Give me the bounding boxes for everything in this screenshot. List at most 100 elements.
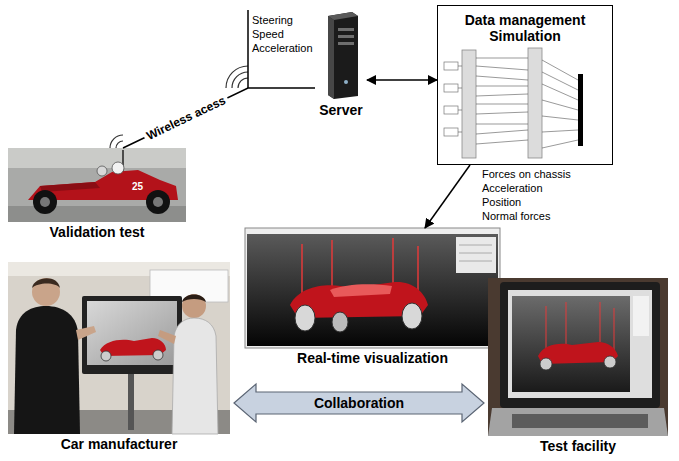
edge-label: Wireless acess bbox=[141, 92, 230, 144]
signal-name: Forces on chassis bbox=[482, 168, 571, 181]
wireless-waves bbox=[226, 66, 248, 88]
simulation-model bbox=[476, 124, 528, 125]
simulation-model bbox=[476, 140, 528, 144]
simulation-model bbox=[542, 100, 578, 110]
simulation-model bbox=[444, 84, 458, 92]
visualization-screenshot bbox=[295, 305, 315, 331]
node-caption: Real-time visualization bbox=[245, 350, 500, 366]
meeting-photo bbox=[8, 262, 230, 434]
laptop-photo bbox=[633, 296, 649, 336]
meeting-photo bbox=[87, 301, 177, 365]
signal-name: Speed bbox=[252, 28, 284, 41]
simulation-model bbox=[476, 66, 528, 70]
signal-name: Normal forces bbox=[482, 210, 550, 223]
signal-name: Position bbox=[482, 196, 521, 209]
race-car-photo bbox=[33, 190, 57, 214]
simulation-model bbox=[458, 88, 462, 89]
simulation-model bbox=[476, 76, 528, 80]
simulation-model bbox=[458, 58, 578, 148]
visualization-screenshot bbox=[459, 261, 492, 262]
connector-group bbox=[123, 80, 484, 422]
laptop-photo bbox=[512, 414, 648, 428]
simulation-model bbox=[437, 5, 613, 165]
simulation-model bbox=[542, 140, 578, 148]
laptop-photo bbox=[604, 356, 616, 368]
simulation-model bbox=[437, 5, 613, 165]
node-caption: Validation test bbox=[8, 224, 186, 240]
simulation-model bbox=[444, 128, 458, 136]
visualization-screenshot bbox=[459, 253, 492, 254]
visualization-screenshot bbox=[247, 234, 498, 346]
simulation-model bbox=[462, 50, 476, 158]
visualization-screenshot bbox=[245, 228, 500, 348]
server-icon bbox=[344, 80, 348, 84]
meeting-photo bbox=[158, 330, 176, 344]
visualization-screenshot bbox=[392, 238, 394, 286]
visualization-screenshot bbox=[330, 284, 392, 297]
photo-node: Test facility bbox=[488, 278, 668, 454]
meeting-photo bbox=[8, 262, 230, 434]
simulation-model bbox=[476, 130, 528, 134]
connector-line bbox=[425, 165, 470, 228]
signal-name: Acceleration bbox=[252, 42, 313, 55]
node-caption: Test facility bbox=[488, 438, 668, 454]
laptop-photo bbox=[614, 308, 615, 352]
race-car-photo bbox=[153, 197, 163, 207]
car-number: 25 bbox=[132, 180, 143, 193]
meeting-photo bbox=[128, 370, 134, 430]
simulation-model bbox=[476, 86, 528, 87]
photo-node: Validation test bbox=[8, 148, 186, 240]
simulation-model bbox=[542, 60, 578, 80]
race-car-photo bbox=[112, 162, 124, 174]
signal-name: Steering bbox=[252, 14, 293, 27]
laptop-photo bbox=[488, 408, 668, 436]
block-arrow bbox=[234, 384, 484, 422]
laptop-photo bbox=[500, 282, 660, 408]
simulation-model bbox=[458, 110, 462, 111]
race-car-photo bbox=[40, 182, 100, 192]
simulation-model bbox=[458, 132, 462, 133]
race-car-photo bbox=[40, 197, 50, 207]
server-icon bbox=[328, 12, 358, 20]
race-car-photo bbox=[8, 148, 186, 222]
signal-bracket bbox=[248, 10, 249, 88]
race-car-photo bbox=[8, 148, 186, 222]
server-icon bbox=[328, 12, 358, 99]
meeting-photo bbox=[82, 296, 182, 374]
node-caption: Server bbox=[315, 102, 367, 118]
connector-line bbox=[367, 79, 437, 81]
wireless-waves bbox=[238, 78, 248, 88]
meeting-photo bbox=[172, 318, 218, 434]
race-car-photo bbox=[97, 166, 107, 176]
wireless-waves bbox=[232, 72, 248, 88]
visualization-screenshot bbox=[245, 228, 500, 348]
laptop-photo bbox=[508, 290, 652, 398]
simulation-model bbox=[528, 48, 542, 158]
laptop-photo bbox=[566, 302, 567, 344]
server-icon bbox=[338, 42, 354, 45]
laptop-photo bbox=[600, 302, 601, 342]
simulation-model bbox=[578, 74, 583, 146]
edge-label: Collaboration bbox=[314, 395, 404, 411]
box-heading: Data management Simulation bbox=[444, 12, 606, 44]
simulation-model bbox=[476, 104, 528, 105]
server-icon bbox=[338, 28, 354, 31]
wireless-waves bbox=[110, 135, 123, 148]
simulation-model bbox=[458, 66, 462, 67]
meeting-photo bbox=[153, 350, 163, 360]
meeting-photo bbox=[182, 294, 206, 318]
server-node: Server bbox=[315, 12, 367, 118]
simulation-model bbox=[476, 112, 528, 114]
simulation-model bbox=[476, 58, 528, 59]
visualization-screenshot bbox=[459, 245, 492, 246]
server-icon bbox=[328, 12, 358, 99]
simulation-model bbox=[542, 72, 578, 90]
simulation-model bbox=[542, 116, 578, 120]
node-caption: Car manufacturer bbox=[8, 436, 230, 452]
wireless-waves bbox=[110, 66, 248, 148]
wireless-waves bbox=[116, 141, 123, 148]
simulation-model bbox=[542, 130, 578, 132]
signal-bracket bbox=[247, 10, 249, 88]
laptop-photo bbox=[546, 306, 547, 350]
